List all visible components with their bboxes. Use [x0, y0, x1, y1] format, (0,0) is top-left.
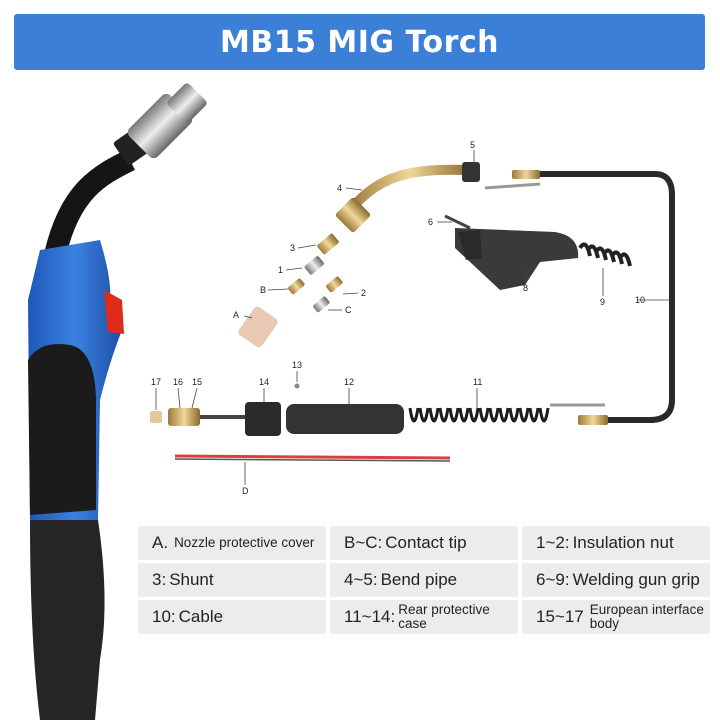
part-label-8: 8 [523, 283, 528, 293]
part-label-11: 11 [473, 377, 482, 387]
part-label-6: 6 [428, 217, 433, 227]
part-label-c: C [345, 305, 352, 315]
part-label-17: 17 [151, 377, 161, 387]
part-label-16: 16 [173, 377, 183, 387]
legend-key: 10: [152, 607, 176, 626]
part-label-15: 15 [192, 377, 202, 387]
legend-value: Rear protective case [398, 602, 490, 631]
handle-grip-part [444, 214, 632, 290]
bend-pipe-part [335, 162, 480, 233]
part-label-d: D [242, 486, 249, 496]
legend-value: Cable [178, 607, 224, 626]
rear-assembly-part [150, 383, 550, 436]
part-label-5: 5 [470, 140, 475, 150]
title-banner: MB15 MIG Torch [14, 14, 705, 70]
legend-key: 11~14: [344, 607, 396, 626]
legend-item: A. Nozzle protective cover [138, 526, 326, 560]
part-label-12: 12 [344, 377, 354, 387]
legend-key: A. [152, 533, 169, 552]
legend-value: Welding gun grip [572, 570, 700, 589]
legend-value: Bend pipe [380, 570, 458, 589]
part-label-13: 13 [292, 360, 302, 370]
part-label-10: 10 [635, 295, 645, 305]
cable-part [484, 170, 675, 425]
legend-item: 4~5: Bend pipe [330, 563, 518, 597]
legend-key: 15~17 [536, 607, 584, 626]
parts-legend: A. Nozzle protective cover B~C: Contact … [138, 526, 710, 634]
legend-value: Contact tip [385, 533, 467, 552]
liner-part [174, 454, 451, 462]
legend-value: Insulation nut [572, 533, 674, 552]
main-torch-image [28, 83, 207, 720]
legend-key: 3: [152, 570, 167, 589]
legend-value: European interface body [589, 602, 704, 631]
part-label-a: A [233, 310, 239, 320]
page-title: MB15 MIG Torch [219, 24, 500, 60]
leader-lines [155, 150, 670, 485]
legend-key: 4~5: [344, 570, 378, 589]
part-label-3: 3 [290, 243, 295, 253]
part-label-9: 9 [600, 297, 605, 307]
part-labels: 5 4 3 1 B 2 C A 6 8 9 10 11 12 13 14 15 … [151, 140, 645, 496]
legend-key: 1~2: [536, 533, 570, 552]
legend-item: B~C: Contact tip [330, 526, 518, 560]
legend-key: 6~9: [536, 570, 570, 589]
part-label-1: 1 [278, 265, 283, 275]
legend-item: 1~2: Insulation nut [522, 526, 710, 560]
small-parts [238, 233, 343, 348]
legend-key: B~C: [344, 533, 383, 552]
legend-item: 11~14: Rear protective case [330, 600, 518, 634]
legend-item: 6~9: Welding gun grip [522, 563, 710, 597]
part-label-2: 2 [361, 288, 366, 298]
part-label-b: B [260, 285, 266, 295]
legend-value: Shunt [169, 570, 214, 589]
legend-item: 3: Shunt [138, 563, 326, 597]
legend-value: Nozzle protective cover [174, 535, 315, 550]
legend-item: 10: Cable [138, 600, 326, 634]
legend-item: 15~17 European interface body [522, 600, 710, 634]
part-label-14: 14 [259, 377, 269, 387]
part-label-4: 4 [337, 183, 342, 193]
